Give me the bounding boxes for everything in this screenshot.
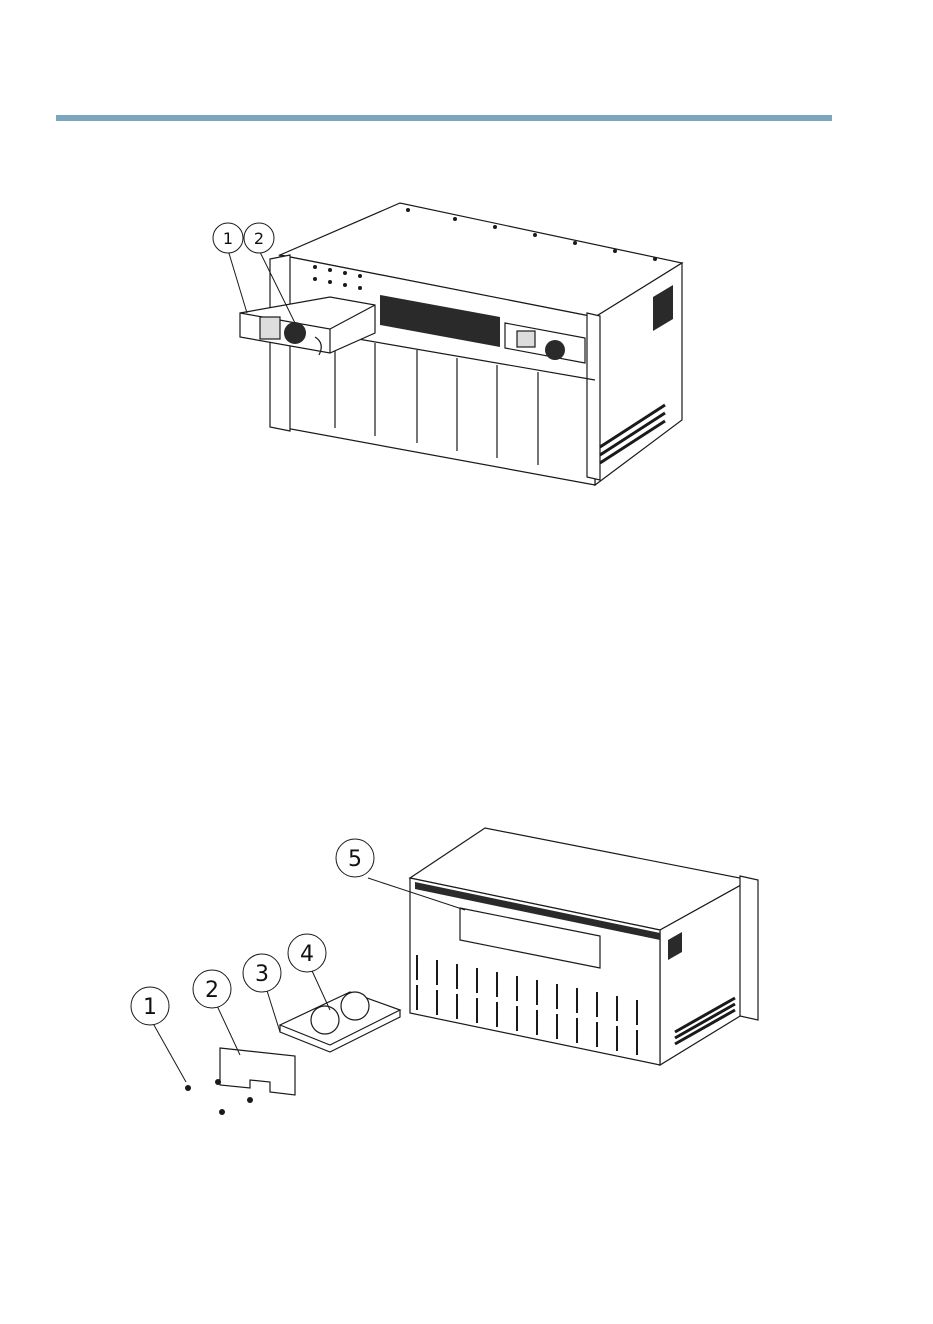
callout-2: 2 <box>193 970 231 1008</box>
callout-5: 5 <box>336 839 374 877</box>
figure-rear-fan-unit: 1 2 3 4 5 <box>120 820 770 1125</box>
figure-front-power-supply: 1 2 <box>195 195 690 490</box>
callout-1: 1 <box>131 987 169 1025</box>
callout-1: 1 <box>213 223 243 253</box>
svg-text:3: 3 <box>255 962 269 987</box>
callout-2: 2 <box>244 223 274 253</box>
svg-text:1: 1 <box>223 229 233 248</box>
svg-text:1: 1 <box>143 995 157 1020</box>
svg-text:5: 5 <box>348 847 362 872</box>
header-rule <box>56 115 832 121</box>
svg-text:2: 2 <box>205 978 219 1003</box>
callout-3: 3 <box>243 954 281 992</box>
svg-text:2: 2 <box>254 229 264 248</box>
chassis-front-illustration: 1 2 <box>195 195 690 490</box>
svg-text:4: 4 <box>300 942 314 967</box>
callout-4: 4 <box>288 934 326 972</box>
chassis-rear-illustration: 1 2 3 4 5 <box>120 820 770 1125</box>
